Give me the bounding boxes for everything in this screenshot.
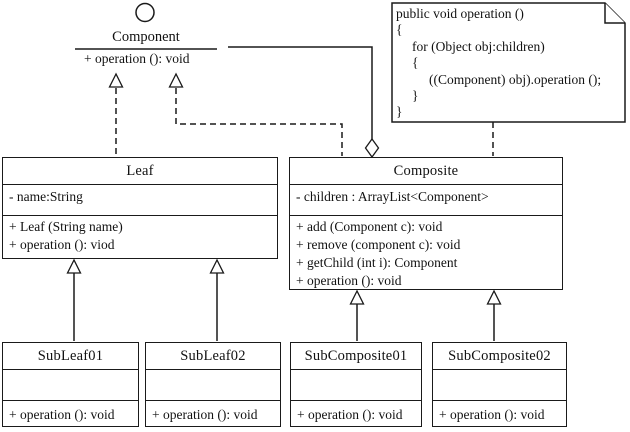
aggregation-line bbox=[228, 46, 373, 140]
class-title: SubComposite01 bbox=[291, 343, 421, 370]
note-code-line: public void operation () bbox=[396, 6, 524, 21]
realization-arrowhead-composite-icon bbox=[168, 72, 184, 88]
method: + operation (): void bbox=[297, 407, 403, 422]
class-attributes-empty bbox=[3, 370, 138, 401]
realization-line-composite bbox=[175, 88, 343, 156]
note-code-line: } bbox=[396, 104, 403, 120]
note-code-line: { bbox=[412, 55, 419, 71]
method: + Leaf (String name) bbox=[9, 219, 123, 234]
class-title: Composite bbox=[290, 158, 562, 185]
class-methods: + operation (): void bbox=[291, 401, 421, 426]
class-attributes: - children : ArrayList<Component> bbox=[290, 185, 562, 216]
note-fold-icon bbox=[604, 3, 625, 24]
note-code: public void operation () { for (Object o… bbox=[396, 6, 622, 121]
class-leaf: Leaf - name:String + Leaf (String name) … bbox=[2, 157, 278, 259]
class-composite: Composite - children : ArrayList<Compone… bbox=[289, 157, 563, 290]
class-methods: + Leaf (String name) + operation (): vio… bbox=[3, 216, 277, 258]
note-code-line: { bbox=[396, 22, 403, 38]
class-title: SubComposite02 bbox=[433, 343, 566, 370]
method: + add (Component c): void bbox=[296, 219, 443, 234]
note-shape bbox=[391, 2, 626, 123]
generalization-arrowhead-subcomposite02-icon bbox=[486, 289, 502, 305]
interface-circle-icon bbox=[135, 2, 155, 23]
method: + operation (): void bbox=[439, 407, 545, 422]
method: + getChild (int i): Component bbox=[296, 255, 458, 270]
class-subcomposite02: SubComposite02 + operation (): void bbox=[432, 342, 567, 427]
attribute: - children : ArrayList<Component> bbox=[296, 189, 489, 204]
method: + remove (component c): void bbox=[296, 237, 461, 252]
method: + operation (): void bbox=[296, 273, 402, 288]
class-attributes-empty bbox=[291, 370, 421, 401]
class-attributes-empty bbox=[146, 370, 280, 401]
class-subcomposite01: SubComposite01 + operation (): void bbox=[290, 342, 422, 427]
attribute: - name:String bbox=[9, 189, 83, 204]
realization-arrowhead-leaf-icon bbox=[108, 72, 124, 88]
class-attributes: - name:String bbox=[3, 185, 277, 216]
method: + operation (): viod bbox=[9, 237, 115, 252]
class-methods: + operation (): void bbox=[3, 401, 138, 426]
class-title: SubLeaf02 bbox=[146, 343, 280, 370]
interface-name: Component bbox=[112, 29, 180, 45]
interface-operation: + operation (): void bbox=[84, 51, 190, 66]
class-subleaf01: SubLeaf01 + operation (): void bbox=[2, 342, 139, 427]
class-attributes-empty bbox=[433, 370, 566, 401]
class-title: Leaf bbox=[3, 158, 277, 185]
generalization-arrowhead-subcomposite01-icon bbox=[349, 289, 365, 305]
method: + operation (): void bbox=[152, 407, 258, 422]
generalization-arrowhead-subleaf01-icon bbox=[66, 258, 82, 274]
class-methods: + operation (): void bbox=[433, 401, 566, 426]
generalization-arrowhead-subleaf02-icon bbox=[209, 258, 225, 274]
class-methods: + add (Component c): void + remove (comp… bbox=[290, 216, 562, 290]
note-code-line: } bbox=[412, 88, 419, 104]
class-title: SubLeaf01 bbox=[3, 343, 138, 370]
aggregation-diamond-icon bbox=[364, 137, 380, 159]
note-code-line: ((Component) obj).operation (); bbox=[429, 71, 602, 87]
method: + operation (): void bbox=[9, 407, 115, 422]
note-code-line: for (Object obj:children) bbox=[412, 38, 545, 54]
class-methods: + operation (): void bbox=[146, 401, 280, 426]
class-subleaf02: SubLeaf02 + operation (): void bbox=[145, 342, 281, 427]
